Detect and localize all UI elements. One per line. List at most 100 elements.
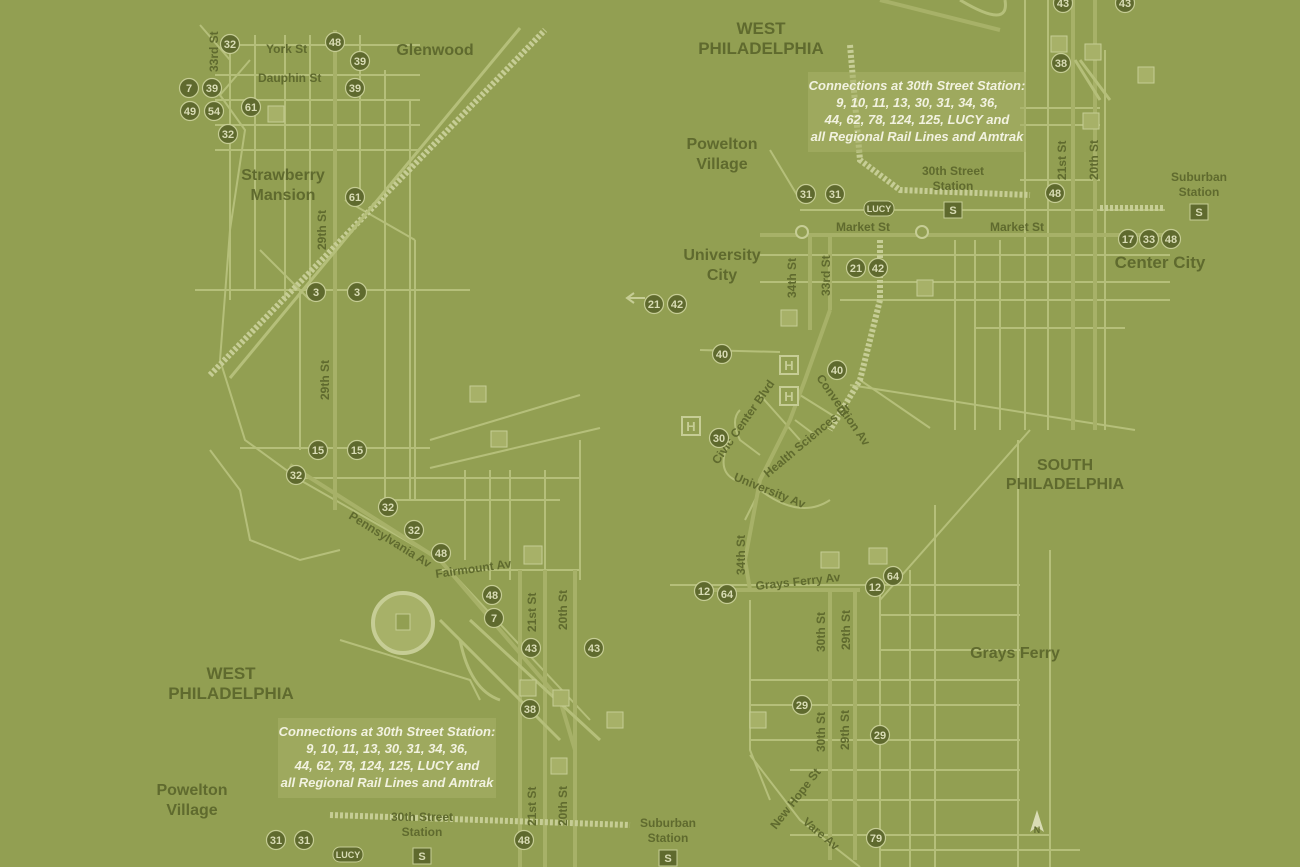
route-number: 29 [796, 700, 808, 712]
street-label-29th: 29th St [315, 210, 329, 250]
route-badge: 32 [285, 464, 307, 486]
street-label-29th: 29th St [318, 360, 332, 400]
route-badge: 29 [869, 724, 891, 746]
route-number: 32 [408, 525, 420, 537]
neighborhood-labels: Glenwood Strawberry Mansion WEST PHILADE… [156, 19, 1205, 819]
route-number: 43 [1119, 0, 1131, 10]
note-line: 44, 62, 78, 124, 125, LUCY and [824, 112, 1011, 127]
connections-note-box-top [808, 72, 1026, 152]
museum-icon [550, 757, 568, 775]
building-icon [820, 551, 840, 569]
street-label-34th: 34th St [785, 258, 799, 298]
neighborhood-strawberry-mansion: Mansion [251, 187, 316, 204]
route-badge: 31 [824, 183, 846, 205]
note-line: all Regional Rail Lines and Amtrak [811, 129, 1024, 144]
note-line: 9, 10, 11, 13, 30, 31, 34, 36, [836, 95, 998, 110]
route-number: 42 [671, 299, 683, 311]
regional-rail-icon: S [412, 847, 432, 865]
route-number: 40 [716, 349, 728, 361]
school-icon [469, 385, 487, 403]
direction-arrow-icon [625, 292, 645, 304]
route-badge: 54 [203, 100, 225, 122]
route-number: 31 [829, 189, 841, 201]
north-arrow-icon: N [1030, 810, 1044, 835]
svg-text:S: S [664, 853, 671, 865]
neighborhood-south-philadelphia: SOUTH [1037, 457, 1093, 474]
museum-icon [1050, 35, 1068, 53]
route-number: 39 [206, 83, 218, 95]
street-label-21st: 21st St [525, 593, 539, 632]
route-number: 29 [874, 730, 886, 742]
route-badge: 12 [864, 576, 886, 598]
street-label-33rd: 33rd St [207, 31, 221, 72]
route-number: 31 [800, 189, 812, 201]
neighborhood-powelton-village: Powelton [686, 136, 757, 153]
school-icon [1137, 66, 1155, 84]
route-badge: 48 [481, 584, 503, 606]
route-badge: 33 [1138, 228, 1160, 250]
route-badge: 31 [795, 183, 817, 205]
route-number: 21 [648, 299, 660, 311]
neighborhood-west-philadelphia: WEST [206, 664, 256, 683]
route-number: 43 [525, 643, 537, 655]
route-badge: 32 [403, 519, 425, 541]
rail-lines-left [207, 27, 631, 828]
street-label-20th: 20th St [556, 590, 570, 630]
neighborhood-center-city: Center City [1115, 253, 1206, 272]
note-line: 9, 10, 11, 13, 30, 31, 34, 36, [306, 741, 468, 756]
hospital-icon: H [779, 355, 799, 375]
station-label-suburban: Suburban [640, 816, 696, 830]
route-badge: 29 [791, 694, 813, 716]
route-number: 48 [435, 548, 447, 560]
street-label-dauphin: Dauphin St [258, 71, 321, 85]
neighborhood-west-philadelphia: PHILADELPHIA [168, 684, 294, 703]
route-number: 39 [354, 56, 366, 68]
neighborhood-grays-ferry: Grays Ferry [970, 645, 1060, 662]
route-badge: 32 [217, 123, 239, 145]
station-labels: 30th Street Station Suburban Station 30t… [391, 164, 1227, 845]
route-number: 42 [872, 263, 884, 275]
route-number: 30 [713, 433, 725, 445]
building-icon [523, 545, 543, 565]
hospital-icon: H [681, 416, 701, 436]
school-icon [490, 430, 508, 448]
regional-rail-icon: S [658, 849, 678, 867]
neighborhood-west-philadelphia: WEST [736, 19, 786, 38]
route-number: 61 [349, 192, 361, 204]
school-icon [916, 279, 934, 297]
school-icon [606, 711, 624, 729]
lucy-badge: LUCY [863, 200, 895, 217]
route-badge: 79 [865, 827, 887, 849]
route-number: 32 [290, 470, 302, 482]
station-marker [915, 225, 929, 239]
route-number: 40 [831, 365, 843, 377]
regional-rail-icon: S [1189, 203, 1209, 221]
route-number: 32 [224, 39, 236, 51]
route-badge: 42 [666, 293, 688, 315]
route-badge: 48 [1044, 182, 1066, 204]
station-marker [795, 225, 809, 239]
route-badge: 32 [219, 33, 241, 55]
neighborhood-powelton-village: Village [696, 156, 747, 173]
street-label-29th: 29th St [838, 710, 852, 750]
route-number: 54 [208, 106, 221, 118]
route-number: 43 [588, 643, 600, 655]
route-badge: 31 [265, 829, 287, 851]
route-number: 12 [698, 586, 710, 598]
note-line: Connections at 30th Street Station: [809, 78, 1026, 93]
route-badge: 39 [344, 77, 366, 99]
route-number: 61 [245, 102, 257, 114]
route-number: 38 [524, 704, 536, 716]
route-number: 7 [186, 83, 192, 95]
route-badge: 38 [1050, 52, 1072, 74]
svg-text:LUCY: LUCY [336, 850, 361, 860]
route-number: 39 [349, 83, 361, 95]
route-number: 15 [351, 445, 363, 457]
route-badge: 17 [1117, 228, 1139, 250]
route-number: 48 [486, 590, 498, 602]
route-badge: 3 [346, 281, 368, 303]
street-label-20th: 20th St [1087, 140, 1101, 180]
regional-rail-icon: S [943, 201, 963, 219]
street-label-20th: 20th St [556, 786, 570, 826]
